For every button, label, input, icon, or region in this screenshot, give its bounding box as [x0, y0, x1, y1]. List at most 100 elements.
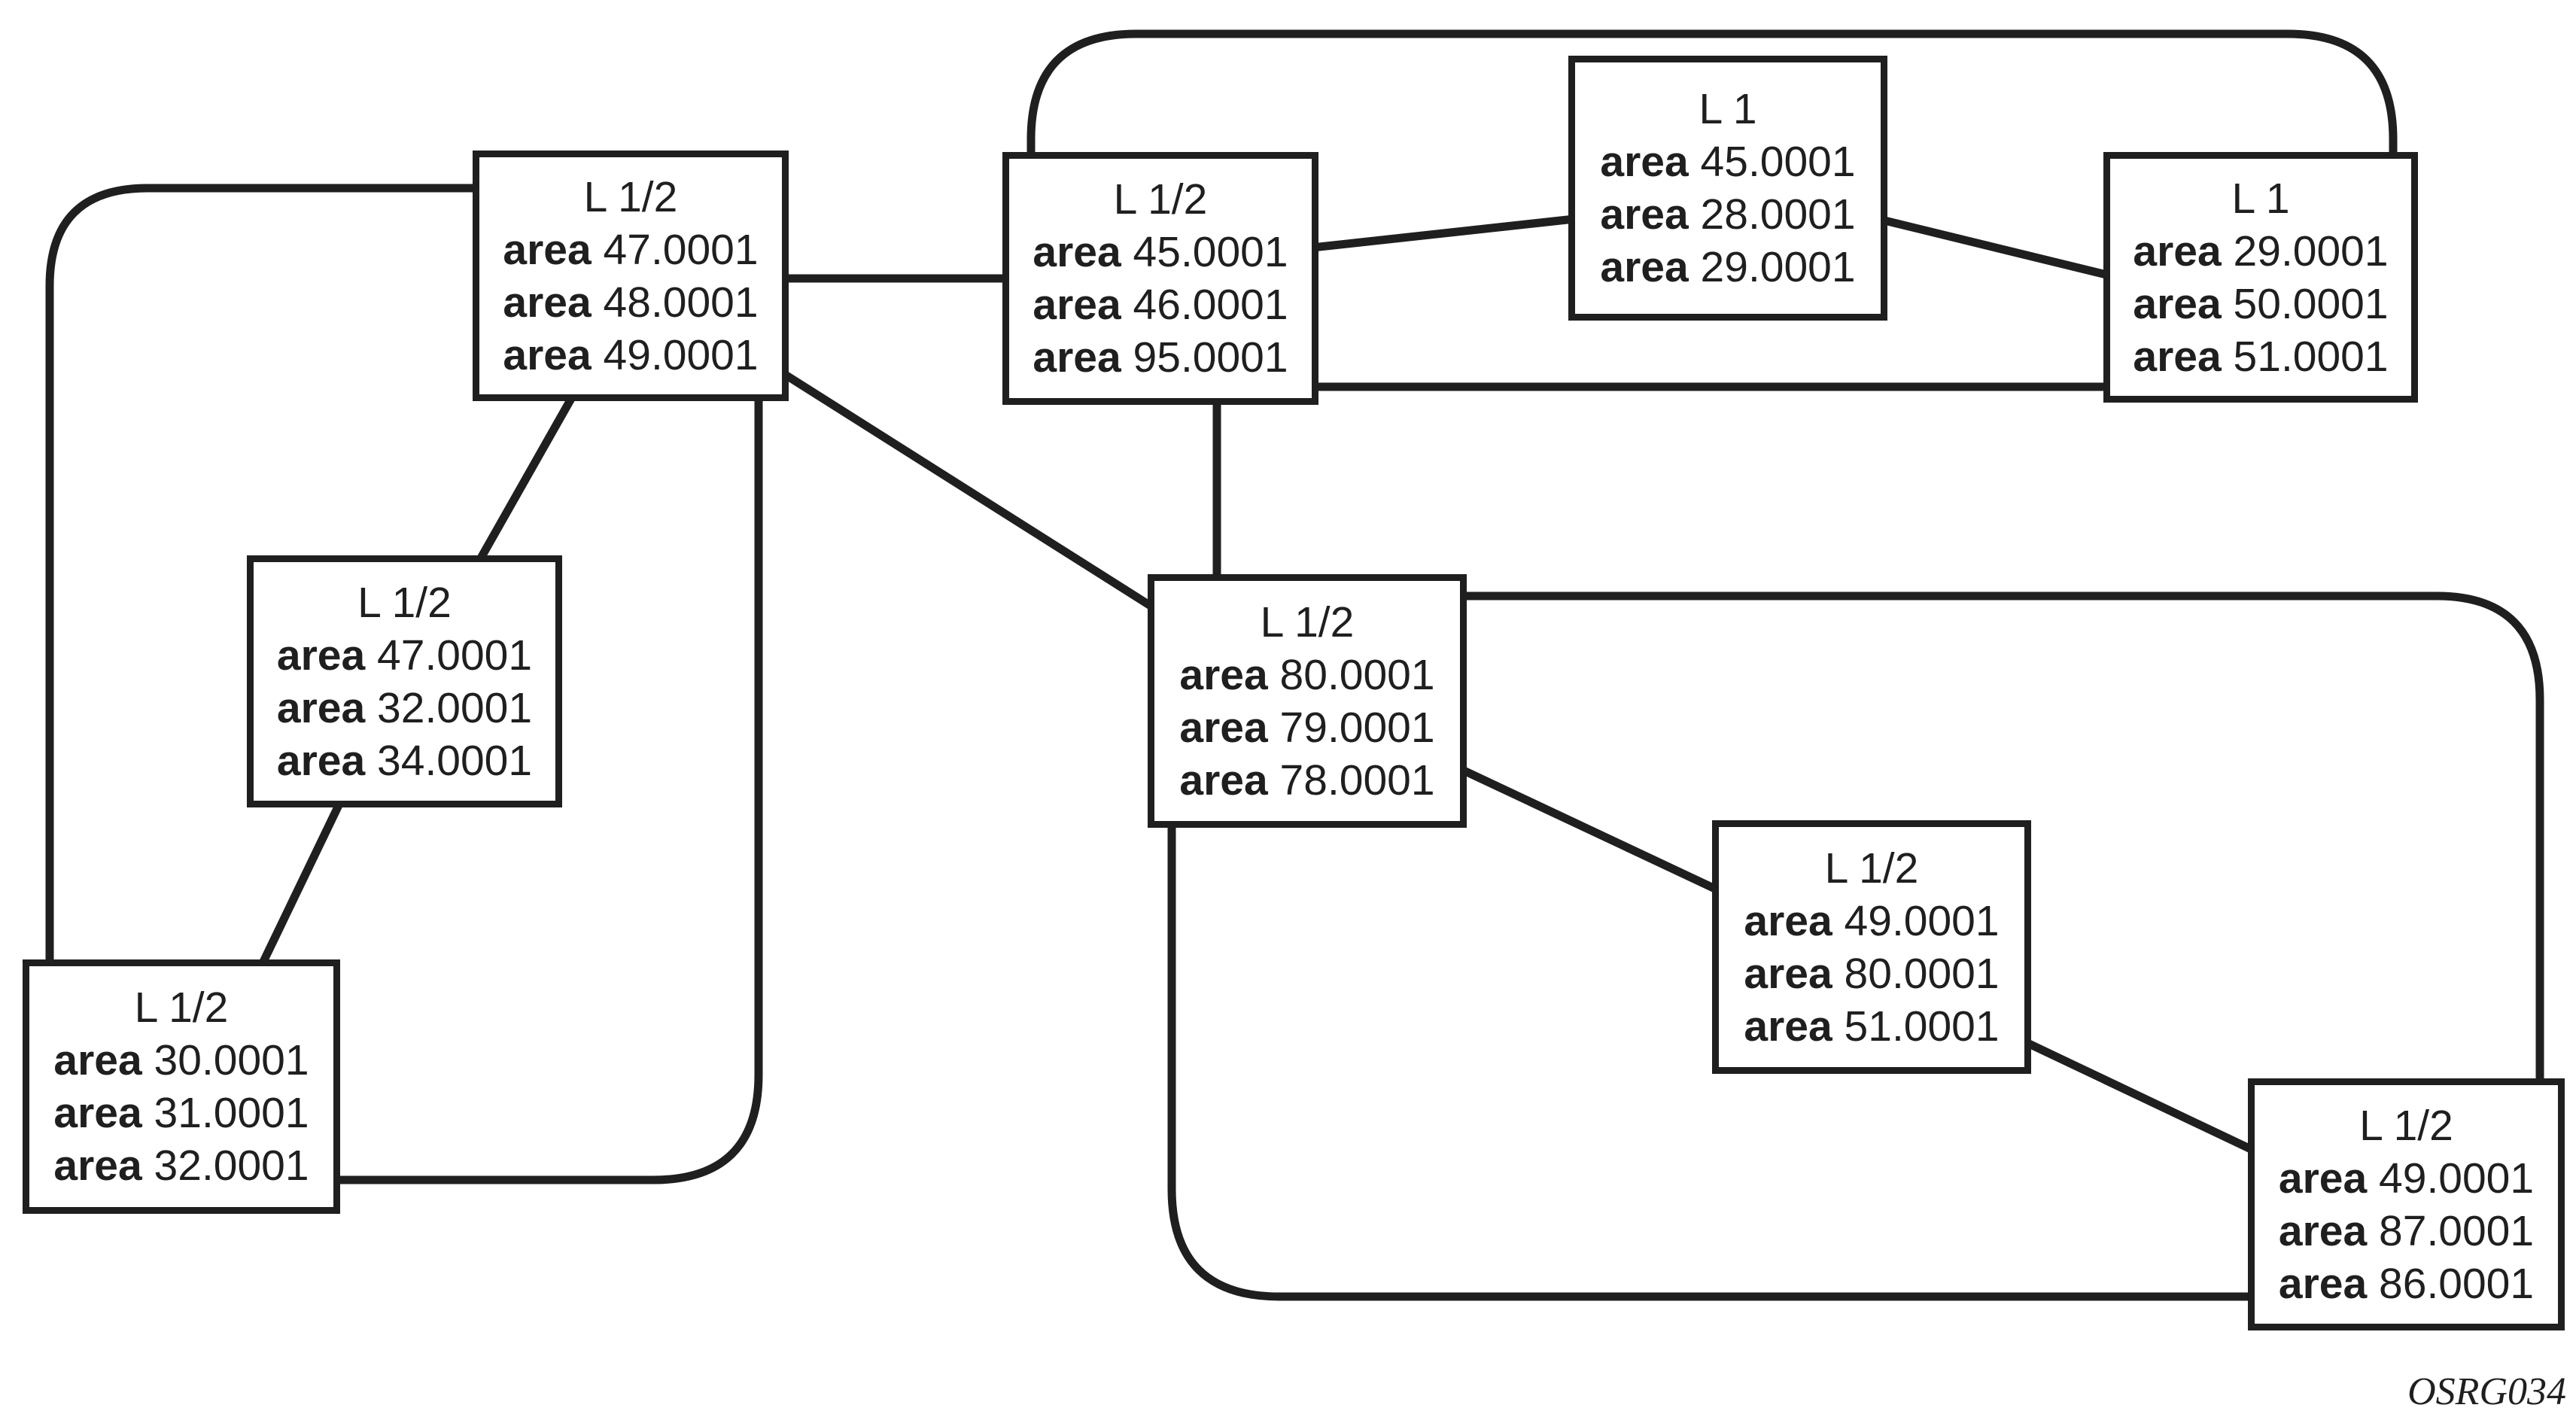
edge-node7-node9-rounded-top — [1462, 591, 2544, 1084]
area-value: 32.0001 — [154, 1142, 309, 1190]
area-value: 48.0001 — [603, 278, 759, 327]
node-2-area-3: area 95.0001 — [1033, 331, 1288, 384]
node-8: L 1/2 area 49.0001 area 80.0001 area 51.… — [1712, 820, 2031, 1074]
node-2-area-2: area 46.0001 — [1033, 278, 1288, 331]
area-value: 95.0001 — [1133, 333, 1288, 382]
area-value: 50.0001 — [2233, 279, 2389, 328]
node-9-area-2: area 87.0001 — [2279, 1205, 2534, 1257]
node-5: L 1/2 area 47.0001 area 32.0001 area 34.… — [247, 555, 562, 807]
area-value: 86.0001 — [2379, 1259, 2535, 1308]
area-value: 51.0001 — [1844, 1002, 2000, 1051]
node-2-title: L 1/2 — [1113, 175, 1208, 223]
area-keyword: area — [503, 278, 592, 327]
node-4-area-3: area 51.0001 — [2133, 330, 2388, 383]
area-keyword: area — [1744, 949, 1832, 998]
area-value: 49.0001 — [2379, 1154, 2535, 1203]
area-keyword: area — [1179, 650, 1268, 699]
node-5-area-2: area 32.0001 — [277, 682, 532, 734]
area-keyword: area — [1744, 896, 1832, 945]
area-keyword: area — [276, 736, 366, 785]
node-4-area-1: area 29.0001 — [2133, 225, 2388, 278]
node-3-area-2: area 28.0001 — [1600, 188, 1855, 241]
area-keyword: area — [1600, 190, 1689, 239]
area-keyword: area — [1033, 281, 1121, 329]
node-2-area-1: area 45.0001 — [1033, 226, 1288, 278]
node-1-title: L 1/2 — [583, 172, 678, 221]
area-value: 49.0001 — [1844, 896, 2000, 945]
node-5-title: L 1/2 — [357, 578, 452, 627]
edge-node1-node5 — [476, 395, 576, 563]
node-1-area-2: area 48.0001 — [503, 276, 758, 329]
area-keyword: area — [53, 1142, 142, 1190]
area-value: 47.0001 — [603, 225, 759, 274]
area-value: 45.0001 — [1133, 228, 1288, 276]
area-value: 34.0001 — [377, 736, 533, 785]
node-3-area-1: area 45.0001 — [1600, 135, 1855, 188]
node-6-title: L 1/2 — [134, 984, 229, 1032]
node-5-area-3: area 34.0001 — [277, 734, 532, 787]
node-6: L 1/2 area 30.0001 area 31.0001 area 32.… — [23, 959, 340, 1214]
edge-node1-node7 — [782, 370, 1155, 611]
area-keyword: area — [2278, 1154, 2368, 1203]
area-keyword: area — [1600, 243, 1689, 291]
node-6-area-3: area 32.0001 — [53, 1139, 309, 1192]
node-4: L 1 area 29.0001 area 50.0001 area 51.00… — [2103, 152, 2418, 403]
node-3: L 1 area 45.0001 area 28.0001 area 29.00… — [1568, 56, 1887, 321]
area-keyword: area — [276, 683, 366, 732]
area-keyword: area — [53, 1036, 142, 1084]
area-value: 30.0001 — [154, 1036, 309, 1084]
edge-node1-node6-rounded-bottom — [336, 397, 763, 1184]
area-keyword: area — [2278, 1206, 2368, 1255]
area-value: 29.0001 — [1700, 243, 1856, 291]
area-keyword: area — [2133, 227, 2222, 275]
node-8-area-1: area 49.0001 — [1744, 895, 1999, 947]
node-7-area-3: area 78.0001 — [1179, 754, 1434, 807]
area-keyword: area — [53, 1089, 142, 1137]
edge-node7-node9-rounded-bottom — [1167, 823, 2252, 1301]
area-keyword: area — [2133, 332, 2222, 381]
node-9: L 1/2 area 49.0001 area 87.0001 area 86.… — [2248, 1078, 2565, 1330]
node-2: L 1/2 area 45.0001 area 46.0001 area 95.… — [1002, 152, 1318, 405]
area-value: 80.0001 — [1279, 650, 1435, 699]
node-5-area-1: area 47.0001 — [277, 629, 532, 682]
edge-node2-node3 — [1312, 214, 1575, 252]
edge-node1-node6-rounded-left — [45, 184, 477, 965]
area-keyword: area — [1179, 703, 1268, 752]
area-value: 51.0001 — [2233, 332, 2389, 381]
node-6-area-1: area 30.0001 — [53, 1034, 309, 1087]
area-value: 47.0001 — [377, 631, 533, 680]
node-8-area-3: area 51.0001 — [1744, 1000, 1999, 1053]
node-8-area-2: area 80.0001 — [1744, 947, 1999, 1000]
node-7: L 1/2 area 80.0001 area 79.0001 area 78.… — [1148, 574, 1467, 828]
node-1: L 1/2 area 47.0001 area 48.0001 area 49.… — [473, 151, 789, 401]
area-value: 79.0001 — [1279, 703, 1435, 752]
area-value: 46.0001 — [1133, 281, 1288, 329]
area-keyword: area — [1033, 333, 1121, 382]
node-3-title: L 1 — [1699, 85, 1757, 133]
area-value: 45.0001 — [1700, 138, 1856, 186]
area-keyword: area — [276, 631, 366, 680]
area-keyword: area — [2133, 279, 2222, 328]
area-value: 32.0001 — [377, 683, 533, 732]
area-value: 78.0001 — [1279, 756, 1435, 804]
figure-id-label: OSRG034 — [2407, 1370, 2566, 1413]
node-9-area-1: area 49.0001 — [2279, 1152, 2534, 1205]
area-keyword: area — [2278, 1259, 2368, 1308]
node-4-title: L 1 — [2231, 174, 2290, 223]
node-4-area-2: area 50.0001 — [2133, 278, 2388, 330]
node-7-area-2: area 79.0001 — [1179, 701, 1434, 754]
area-keyword: area — [1600, 138, 1689, 186]
node-3-area-3: area 29.0001 — [1600, 241, 1855, 293]
area-value: 87.0001 — [2379, 1206, 2535, 1255]
area-value: 80.0001 — [1844, 949, 2000, 998]
area-keyword: area — [503, 225, 592, 274]
edge-node3-node4 — [1880, 215, 2111, 280]
node-1-area-1: area 47.0001 — [503, 223, 758, 276]
area-value: 28.0001 — [1700, 190, 1856, 239]
edge-node8-node9 — [2025, 1039, 2255, 1154]
node-1-area-3: area 49.0001 — [503, 329, 758, 382]
node-8-title: L 1/2 — [1824, 844, 1919, 892]
area-keyword: area — [1179, 756, 1268, 804]
